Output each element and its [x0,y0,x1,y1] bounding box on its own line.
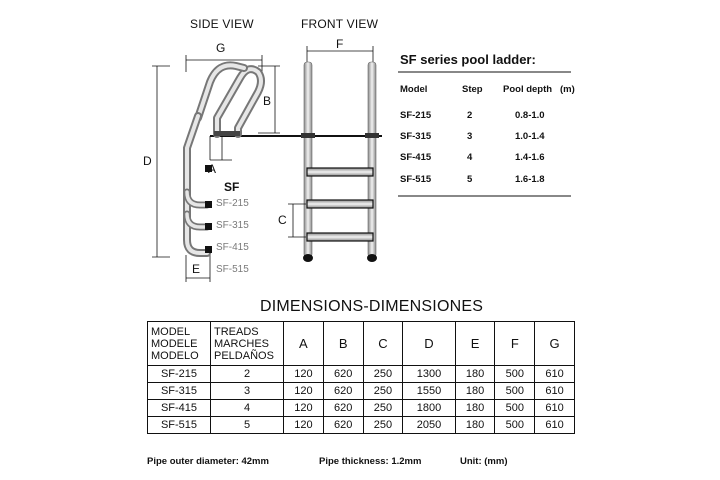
cell-treads: 4 [210,399,284,417]
side-view-title: SIDE VIEW [190,17,254,31]
cell-model: SF-315 [147,382,211,400]
cell-d: 1300 [402,365,456,383]
header-model-line: MODELO [151,349,199,362]
header-c: C [362,321,404,366]
cell-model: SF-415 [147,399,211,417]
header-model-line: MODELE [151,337,198,350]
cell-treads: 2 [210,365,284,383]
series-head-step: Step [462,84,483,95]
cell-d: 1550 [402,382,456,400]
cell-d: 1800 [402,399,456,417]
dimension-d-label: D [143,154,152,168]
series-row-model: SF-515 [400,174,432,185]
cell-b: 620 [322,416,364,434]
unit-note: Unit: (mm) [460,456,508,467]
series-row-step: 3 [467,131,473,142]
series-row-step: 4 [467,152,473,163]
cell-treads: 3 [210,382,284,400]
header-treads-line: TREADS [214,325,259,338]
series-row-model: SF-415 [400,152,432,163]
table-row: SF-315 3 120 620 250 1550 180 500 610 [147,382,575,400]
cell-f: 500 [494,399,536,417]
cell-c: 250 [362,365,404,383]
cell-b: 620 [322,382,364,400]
dimension-g-label: G [216,41,226,55]
cell-g: 610 [534,382,575,400]
cell-e: 180 [454,399,496,417]
cell-a: 120 [283,365,324,383]
model-label-sf-315: SF-315 [216,220,249,231]
cell-a: 120 [283,399,324,417]
header-g: G [534,321,575,366]
header-b: B [322,321,364,366]
cell-f: 500 [494,416,536,434]
series-label: SF [224,180,240,194]
series-head-depth: Pool depth [503,84,553,95]
model-label-sf-215: SF-215 [216,198,249,209]
dimension-a-label: A [208,162,217,176]
header-treads: TREADS MARCHES PELDAÑOS [210,321,284,366]
table-row: SF-515 5 120 620 250 2050 180 500 610 [147,416,575,434]
cell-a: 120 [283,416,324,434]
header-model: MODEL MODELE MODELO [147,321,211,366]
header-model-line: MODEL [151,325,191,338]
cell-g: 610 [534,365,575,383]
series-row-model: SF-215 [400,110,432,121]
cell-b: 620 [322,365,364,383]
series-row-depth: 1.0-1.4 [515,131,545,142]
cell-g: 610 [534,399,575,417]
cell-c: 250 [362,399,404,417]
series-row-step: 5 [467,174,473,185]
series-row-depth: 0.8-1.0 [515,110,545,121]
dimensions-header-row: MODEL MODELE MODELO TREADS MARCHES PELDA… [147,321,575,366]
dimension-e-label: E [192,262,201,276]
pipe-thickness-note: Pipe thickness: 1.2mm [319,456,422,467]
header-treads-line: MARCHES [214,337,270,350]
cell-a: 120 [283,382,324,400]
cell-e: 180 [454,416,496,434]
table-row: SF-215 2 120 620 250 1300 180 500 610 [147,365,575,383]
dimension-f-label: F [336,37,344,51]
dimension-c-label: C [278,213,287,227]
cell-c: 250 [362,382,404,400]
cell-c: 250 [362,416,404,434]
series-row-step: 2 [467,110,473,121]
cell-e: 180 [454,382,496,400]
cell-e: 180 [454,365,496,383]
dimensions-table: MODEL MODELE MODELO TREADS MARCHES PELDA… [147,321,575,434]
cell-model: SF-515 [147,416,211,434]
cell-b: 620 [322,399,364,417]
model-label-sf-515: SF-515 [216,264,249,275]
pipe-diameter-note: Pipe outer diameter: 42mm [147,456,269,467]
table-row: SF-415 4 120 620 250 1800 180 500 610 [147,399,575,417]
series-row-depth: 1.6-1.8 [515,174,545,185]
front-view-title: FRONT VIEW [301,17,379,31]
series-head-unit: (m) [560,84,575,95]
header-e: E [454,321,496,366]
series-head-model: Model [400,84,428,95]
model-label-sf-415: SF-415 [216,242,249,253]
cell-model: SF-215 [147,365,211,383]
cell-d: 2050 [402,416,456,434]
dimension-b-label: B [263,94,272,108]
series-row-model: SF-315 [400,131,432,142]
header-a: A [283,321,324,366]
series-row-depth: 1.4-1.6 [515,152,545,163]
front-view-drawing [288,46,382,262]
header-treads-line: PELDAÑOS [214,349,274,362]
side-view-drawing [152,55,300,282]
dimensions-title: DIMENSIONS-DIMENSIONES [260,298,484,315]
header-f: F [494,321,536,366]
cell-g: 610 [534,416,575,434]
header-d: D [402,321,456,366]
cell-f: 500 [494,365,536,383]
cell-treads: 5 [210,416,284,434]
cell-f: 500 [494,382,536,400]
series-table-title: SF series pool ladder: [400,52,536,67]
